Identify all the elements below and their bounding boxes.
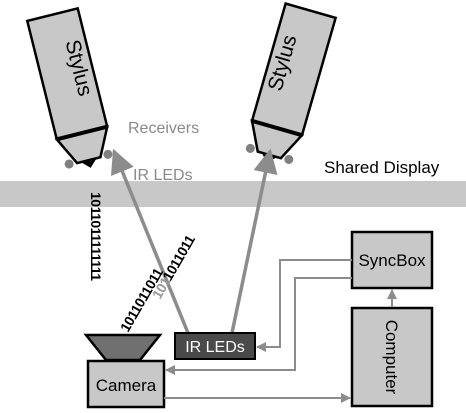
stylus-right: Stylus — [242, 4, 336, 170]
camera-label: Camera — [96, 376, 157, 395]
camera-lens — [86, 335, 160, 360]
receiver-dot — [245, 143, 256, 154]
bitstream-stylus-to-camera: 1011011111111 — [88, 192, 104, 281]
receiver-dot — [64, 159, 75, 170]
shared-display-label: Shared Display — [324, 158, 440, 177]
receiver-dot — [102, 149, 113, 160]
bitstream-ir-to-right: 1011011011 — [149, 232, 198, 302]
shared-display-band — [0, 181, 466, 207]
stylus-left: Stylus — [27, 8, 116, 174]
syncbox-to-irleds-arrow — [257, 260, 352, 347]
ir-beam-to-right-stylus — [232, 151, 270, 333]
ir-leds-box-label: IR LEDs — [185, 339, 245, 356]
ir-leds-display-label: IR LEDs — [133, 167, 193, 184]
syncbox-label: SyncBox — [358, 251, 426, 270]
receivers-label: Receivers — [128, 120, 199, 137]
computer-label: Computer — [382, 320, 401, 395]
bitstream-ir-to-right-black: 1011011 — [159, 232, 198, 283]
